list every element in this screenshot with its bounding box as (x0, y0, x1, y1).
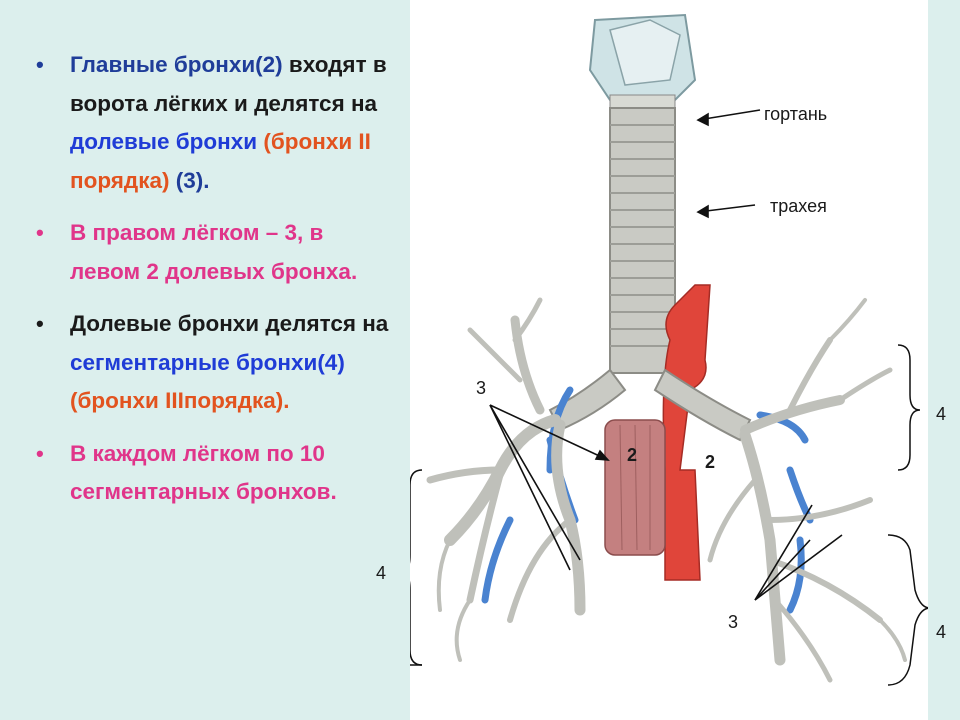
trachea-rings (610, 124, 675, 347)
cricoid-ring (609, 94, 676, 110)
bullet-item-1: • Главные бронхи(2) входят в ворота лёгк… (36, 46, 396, 200)
label-3-right: 3 (728, 612, 739, 632)
text-segment: (3). (175, 167, 210, 193)
bullet-marker: • (36, 440, 44, 466)
label-4-left: 4 (376, 563, 387, 583)
bullet-item-3: • Долевые бронхи делятся на сегментарные… (36, 305, 396, 421)
text-segment: Долевые бронхи делятся на (70, 311, 389, 336)
bronchial-tree-illustration (410, 13, 928, 686)
text-segment: долевые бронхи (70, 129, 264, 154)
bullet-marker: • (36, 311, 44, 336)
pointer-arrows (489, 109, 843, 601)
larynx-cartilage-face (609, 19, 681, 86)
esophagus-lines (619, 424, 651, 551)
label-3-left: 3 (476, 378, 487, 398)
text-segment: (бронхи II порядка) (70, 129, 371, 193)
bullet-item-2: • В правом лёгком – 3, в левом 2 долевых… (36, 214, 396, 291)
aorta (662, 284, 711, 581)
label-4-lower-right: 4 (936, 622, 947, 642)
bullet-marker: • (36, 52, 44, 77)
larynx-label: гортань (764, 104, 828, 124)
text-segment: (бронхи IIIпорядка). (70, 388, 290, 413)
text-segment: сегментарные бронхи(4) (70, 349, 345, 375)
anatomy-figure: гортань трахея 3 2 2 3 (410, 0, 928, 720)
bullet-list: • Главные бронхи(2) входят в ворота лёгк… (36, 46, 396, 526)
right-margin-strip: 4 4 (928, 0, 960, 720)
label-2-right: 2 (705, 452, 716, 472)
trachea-shape (609, 107, 676, 374)
text-segment: В правом лёгком – 3, в левом 2 долевых б… (70, 220, 358, 284)
main-bronchus-right (653, 368, 752, 442)
text-segment: В каждом лёгком по 10 сегментарных бронх… (70, 440, 337, 505)
label-2-left: 2 (627, 445, 638, 465)
bullet-item-4: • В каждом лёгком по 10 сегментарных бро… (36, 435, 396, 512)
bracket-braces (410, 344, 928, 686)
bullet-marker: • (36, 220, 44, 245)
bronchial-branches (426, 297, 907, 683)
text-panel: • Главные бронхи(2) входят в ворота лёгк… (0, 0, 410, 720)
text-segment: Главные бронхи(2) (70, 52, 289, 77)
label-4-upper-right: 4 (936, 404, 947, 424)
trachea-label: трахея (770, 196, 827, 216)
text-segment: входят в ворота лёгких и делятся на (70, 52, 387, 116)
